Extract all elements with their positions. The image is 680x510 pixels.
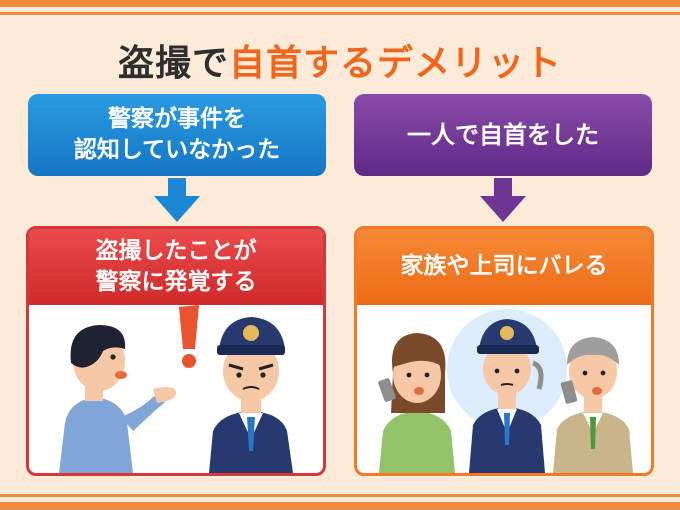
- title-accent: 自首するデメリット: [229, 43, 563, 84]
- left-result-panel: 盗撮したことが 警察に発覚する: [26, 226, 326, 476]
- bottom-stripe-thin: [0, 494, 680, 497]
- top-stripe-thin: [0, 12, 680, 15]
- right-result-text: 家族や上司にバレる: [400, 253, 608, 280]
- right-result-header: 家族や上司にバレる: [357, 229, 651, 305]
- right-condition-text: 一人で自首をした: [407, 120, 599, 149]
- left-down-arrow-icon: [154, 178, 200, 222]
- bottom-stripe-thick: [0, 502, 680, 510]
- left-condition-line2: 認知していなかった: [73, 137, 281, 163]
- title-prefix: 盗撮で: [117, 43, 229, 84]
- family-police-boss-illustration-icon: [378, 309, 633, 473]
- right-condition-box: 一人で自首をした: [354, 94, 652, 176]
- left-result-line2: 警察に発覚する: [95, 269, 257, 295]
- right-down-arrow-icon: [480, 178, 526, 222]
- left-result-line1: 盗撮したことが: [95, 237, 257, 264]
- man-and-police-illustration-icon: [59, 305, 293, 473]
- right-result-panel: 家族や上司にバレる: [354, 226, 654, 476]
- page-title: 盗撮で自首するデメリット: [0, 34, 680, 86]
- left-condition-box: 警察が事件を 認知していなかった: [28, 94, 326, 176]
- left-condition-line1: 警察が事件を: [108, 105, 246, 132]
- top-stripe-thick: [0, 0, 680, 7]
- left-result-header: 盗撮したことが 警察に発覚する: [29, 229, 323, 305]
